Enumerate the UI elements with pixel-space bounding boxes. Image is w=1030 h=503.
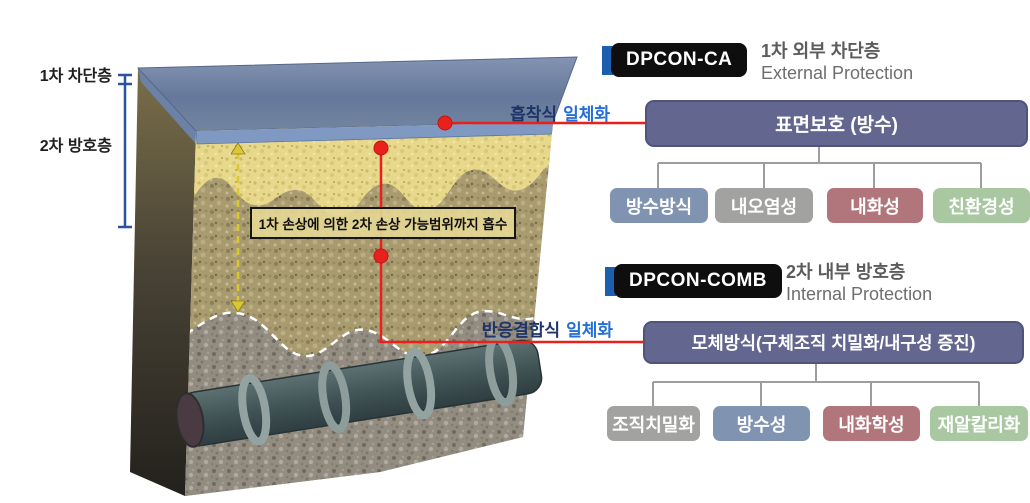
rebar-rib bbox=[485, 335, 518, 407]
badge-dpcon-comb: DPCON-COMB bbox=[605, 264, 782, 298]
section-title-external: 1차 외부 차단층 External Protection bbox=[761, 41, 913, 84]
block-front-face bbox=[185, 122, 553, 496]
feature-water-resistance: 방수성 bbox=[713, 406, 810, 441]
adhesion-point-dot bbox=[437, 115, 453, 131]
surface-mortar-layer bbox=[190, 122, 553, 217]
rebar-rib bbox=[318, 361, 351, 433]
rebar-rib bbox=[238, 374, 271, 446]
layer-bracket bbox=[118, 73, 132, 229]
reaction-word-text: 일체화 bbox=[566, 321, 613, 340]
feature-densification: 조직치밀화 bbox=[607, 406, 700, 441]
reaction-integration-label: 반응결합식 일체화 bbox=[482, 316, 613, 341]
connector-lines-external bbox=[657, 147, 982, 188]
section-title-internal: 2차 내부 방호층 Internal Protection bbox=[786, 262, 932, 305]
feature-realkalization: 재알칼리화 bbox=[930, 406, 1028, 441]
feature-chemical-resistance: 내화학성 bbox=[823, 406, 920, 441]
absorption-callout: 1차 손상에 의한 2차 손상 가능범위까지 흡수 bbox=[250, 207, 516, 239]
badge-dpcon-ca: DPCON-CA bbox=[602, 43, 748, 77]
adhesion-method-text: 흡착식 bbox=[510, 105, 558, 124]
rebar-end-cap bbox=[175, 392, 205, 448]
section-title-ko: 2차 내부 방호층 bbox=[786, 262, 906, 282]
feature-waterproofing: 방수방식 bbox=[610, 188, 708, 223]
absorption-bottom-dot bbox=[373, 248, 389, 264]
absorption-range-arrow bbox=[230, 142, 246, 313]
adhesion-integration-label: 흡착식 일체화 bbox=[510, 100, 610, 125]
label-primary-barrier-layer: 1차 차단층 bbox=[39, 68, 112, 85]
section-title-ko: 1차 외부 차단층 bbox=[761, 41, 881, 61]
main-box-surface-protection: 표면보호 (방수) bbox=[645, 100, 1028, 147]
absorption-callout-text: 1차 손상에 의한 2차 손상 가능범위까지 흡수 bbox=[258, 217, 508, 232]
badge-accent-bar bbox=[605, 266, 616, 296]
penetration-boundary-dashed bbox=[185, 306, 553, 358]
rebar bbox=[175, 335, 543, 448]
section-title-en: External Protection bbox=[761, 63, 914, 83]
section-title-en: Internal Protection bbox=[786, 284, 933, 304]
feature-stain-resistance: 내오염성 bbox=[715, 188, 813, 223]
badge-dpcon-comb-label: DPCON-COMB bbox=[614, 264, 782, 298]
feature-eco-friendly: 친환경성 bbox=[933, 188, 1030, 223]
badge-dpcon-ca-label: DPCON-CA bbox=[611, 43, 748, 77]
rebar-rib bbox=[403, 348, 436, 420]
connector-lines-internal bbox=[652, 364, 980, 406]
feature-fire-resistance: 내화성 bbox=[827, 188, 923, 223]
adhesion-word-text: 일체화 bbox=[563, 105, 610, 124]
label-secondary-protection-layer: 2차 방호층 bbox=[39, 138, 112, 155]
main-box-matrix-protection: 모체방식(구체조직 치밀화/내구성 증진) bbox=[643, 321, 1024, 364]
reaction-method-text: 반응결합식 bbox=[481, 321, 561, 340]
badge-accent-bar bbox=[602, 45, 613, 75]
block-left-face bbox=[130, 68, 196, 496]
absorption-top-dot bbox=[373, 140, 389, 156]
